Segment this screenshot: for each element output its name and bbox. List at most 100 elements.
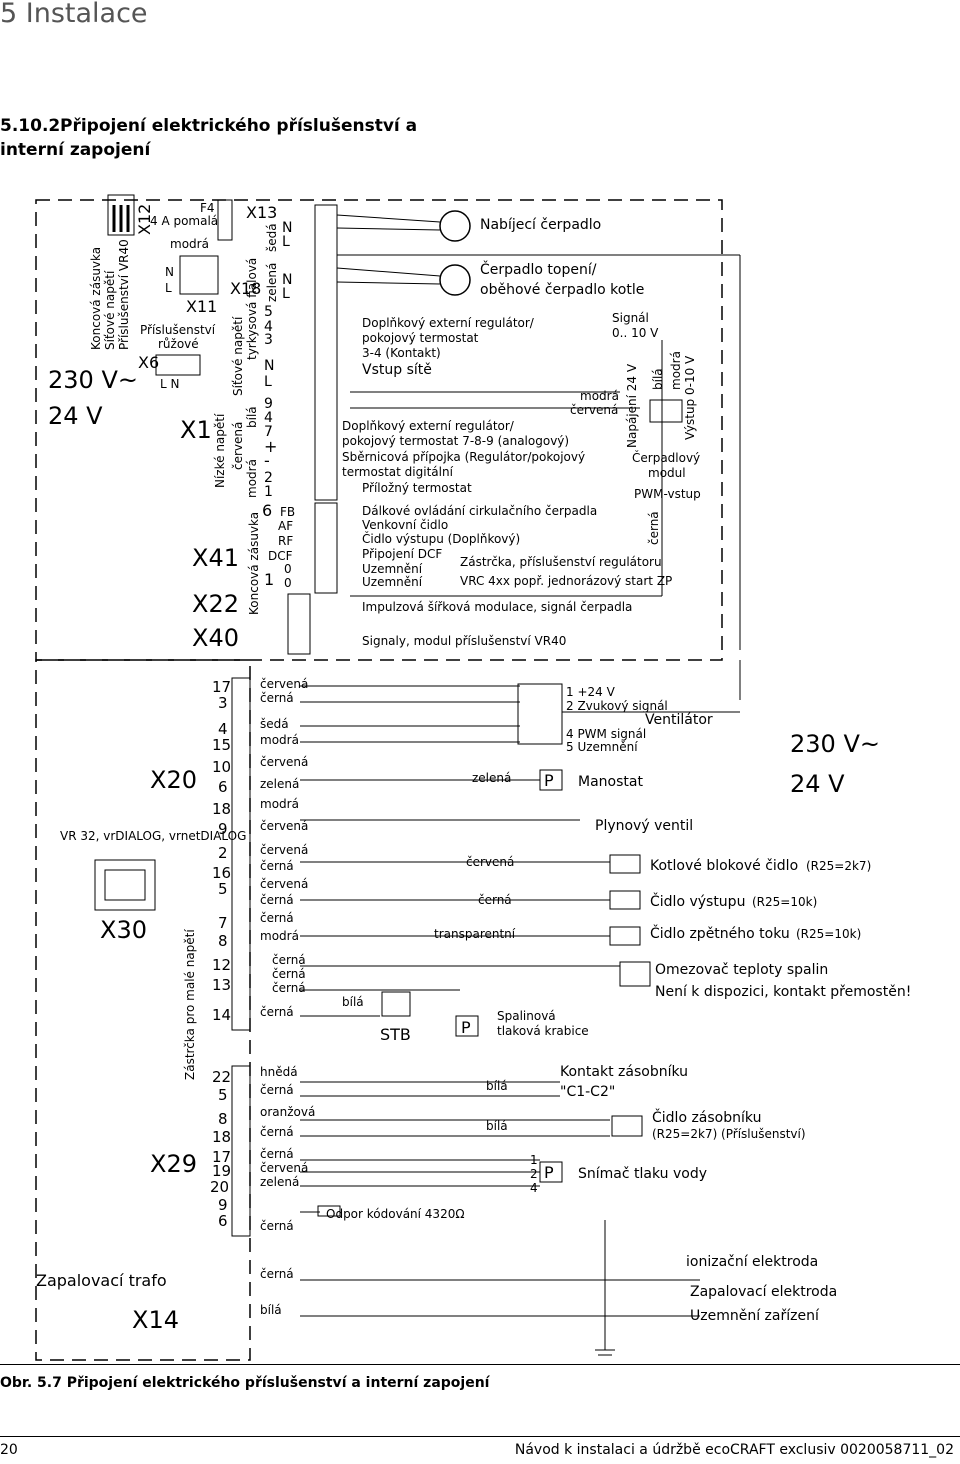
fuse-f4: [217, 199, 233, 241]
x11-n: N: [165, 265, 174, 279]
vstup-label: Vstup sítě: [362, 362, 432, 378]
kontakt-wire-color: bílá: [486, 1079, 508, 1093]
cidlo-zasobniku-r: (R25=2k7) (Příslušenství): [652, 1127, 806, 1141]
ext-label-1: Doplňkový externí regulátor/: [342, 419, 515, 433]
x11-l: L: [165, 281, 172, 295]
plynovy-label: Plynový ventil: [595, 818, 693, 834]
svg-text:6: 6: [218, 1212, 228, 1230]
seda-rot: šedá: [265, 223, 279, 252]
svg-text:černá: černá: [260, 1219, 294, 1233]
x6-connector: [155, 354, 201, 376]
x29-wire-colors: hnědá černá oranžová černá černá červená…: [260, 1065, 315, 1233]
ext-label-5: Příložný termostat: [362, 481, 472, 495]
svg-text:AF: AF: [278, 519, 293, 533]
svg-text:17: 17: [212, 678, 231, 696]
svg-text:zelená: zelená: [260, 777, 299, 791]
svg-text:černá: černá: [260, 1083, 294, 1097]
snimac-pin-1: 1: [530, 1153, 538, 1167]
svg-text:L: L: [264, 374, 272, 390]
snimac-pin-2: 2: [530, 1167, 538, 1181]
nabijeci-label: Nabíjecí čerpadlo: [480, 217, 601, 233]
signaly-label: Signaly, modul příslušenství VR40: [362, 634, 566, 648]
kotlove-r: (R25=2k7): [806, 859, 871, 873]
fan-pin-4: 4 PWM signál: [566, 727, 646, 741]
svg-text:15: 15: [212, 736, 231, 754]
x30-label: X30: [100, 916, 147, 944]
x29-pins: 22 5 8 18 17 19 20 9 6: [210, 1068, 231, 1230]
ext-label-2: pokojový termostat 7-8-9 (analogový): [342, 434, 569, 448]
svg-text:červená: červená: [260, 819, 308, 833]
manual-title: Návod k instalaci a údržbě ecoCRAFT excl…: [514, 1442, 954, 1458]
svg-text:černá: černá: [272, 953, 306, 967]
x14-wire-colors: černá bílá: [260, 1267, 294, 1317]
cervena-rot: červená: [231, 422, 245, 470]
svg-text:7: 7: [218, 914, 228, 932]
x29-label: X29: [150, 1150, 197, 1178]
svg-text:6: 6: [262, 501, 272, 520]
x20-connector: [231, 677, 251, 1031]
zastrcka-label-2: VRC 4xx popř. jednorázový start ZP: [460, 574, 672, 588]
pump-module-box: [649, 399, 683, 423]
svg-text:6: 6: [218, 778, 228, 796]
transparentni-label: transparentní: [434, 927, 516, 941]
svg-text:5: 5: [218, 1086, 228, 1104]
modra-label: modrá: [580, 389, 619, 403]
ext-label-4: termostat digitální: [342, 465, 454, 479]
x11-label: X11: [186, 297, 217, 316]
terminal-block-upper: [287, 204, 338, 655]
svg-text:červená: červená: [260, 877, 308, 891]
p-symbol-snimac: P: [544, 1163, 554, 1182]
x30-jack-icon: [94, 859, 156, 911]
koncova-rot: Koncová zásuvka: [247, 512, 261, 615]
svg-text:červená: červená: [260, 677, 308, 691]
x11-modra: modrá: [170, 237, 209, 251]
terminal-labels-x41: 6 FB AF RF DCF 0 1 0: [262, 501, 295, 590]
x20-pins: 17 3 4 15 10 6 18 9 2 16 5 7 8 12 13 14: [212, 678, 231, 1024]
svg-text:3: 3: [218, 694, 228, 712]
caption-rule: [0, 1364, 960, 1365]
x40-label: X40: [192, 624, 239, 652]
signal-label-2: 0.. 10 V: [612, 326, 659, 340]
cidlo-zpetneho-r: (R25=10k): [796, 927, 861, 941]
svg-text:černá: černá: [260, 1147, 294, 1161]
svg-text:3: 3: [264, 332, 273, 348]
subsection-title: Připojení elektrického příslušenství a i…: [0, 116, 418, 160]
uzemneni-label-2: Uzemnění: [362, 575, 423, 589]
svg-text:8: 8: [218, 1110, 228, 1128]
p-symbol-manostat: P: [544, 771, 554, 790]
x12-connector: [107, 194, 135, 236]
svg-text:černá: černá: [260, 1267, 294, 1281]
vystup-wire-color: černá: [478, 893, 512, 907]
neni-label: Není k dispozici, kontakt přemostěn!: [655, 984, 911, 1000]
cerpadlovy-label-2: modul: [648, 466, 686, 480]
cidlo-vystupu-lower: Čidlo výstupu: [650, 892, 745, 910]
napajeni-rot: Napájení 24 V: [625, 363, 639, 448]
page-number: 20: [0, 1442, 18, 1458]
svg-text:N: N: [282, 272, 292, 288]
x18-label: X18: [230, 279, 261, 298]
svg-text:2: 2: [264, 470, 273, 486]
svg-text:černá: černá: [260, 893, 294, 907]
ext-label-3: Sběrnicová přípojka (Regulátor/pokojový: [342, 450, 585, 464]
regulator-label-2: pokojový termostat: [362, 331, 479, 345]
impulzova-label: Impulzová šířková modulace, signál čerpa…: [362, 600, 632, 614]
cidlo-vystupu-label: Čidlo výstupu (Doplňkový): [362, 531, 520, 546]
x20-wire-colors: červená černá šedá modrá červená zelená …: [260, 677, 308, 1019]
svg-text:černá: černá: [260, 691, 294, 705]
bila-signal: bílá: [651, 368, 665, 390]
lower-wires: [300, 660, 741, 1356]
cerpadlo-label-2: oběhové čerpadlo kotle: [480, 282, 644, 298]
pwm-label: PWM-vstup: [634, 487, 701, 501]
svg-text:červená: červená: [260, 755, 308, 769]
cidlo-zpetneho-label: Čidlo zpětného toku: [650, 924, 790, 942]
svg-text:19: 19: [212, 1162, 231, 1180]
svg-text:22: 22: [212, 1068, 231, 1086]
footer-rule: [0, 1436, 960, 1437]
svg-text:0: 0: [284, 562, 292, 576]
svg-text:5: 5: [218, 880, 228, 898]
cerpadlo-pump-icon: [439, 264, 471, 296]
wiring-diagram: Koncová zásuvka Síťové napětí Příslušens…: [35, 194, 911, 1361]
zastrcka-label-1: Zástrčka, příslušenství regulátoru: [460, 555, 662, 569]
svg-text:bílá: bílá: [260, 1303, 282, 1317]
kontakt-label-1: Kontakt zásobníku: [560, 1064, 688, 1080]
